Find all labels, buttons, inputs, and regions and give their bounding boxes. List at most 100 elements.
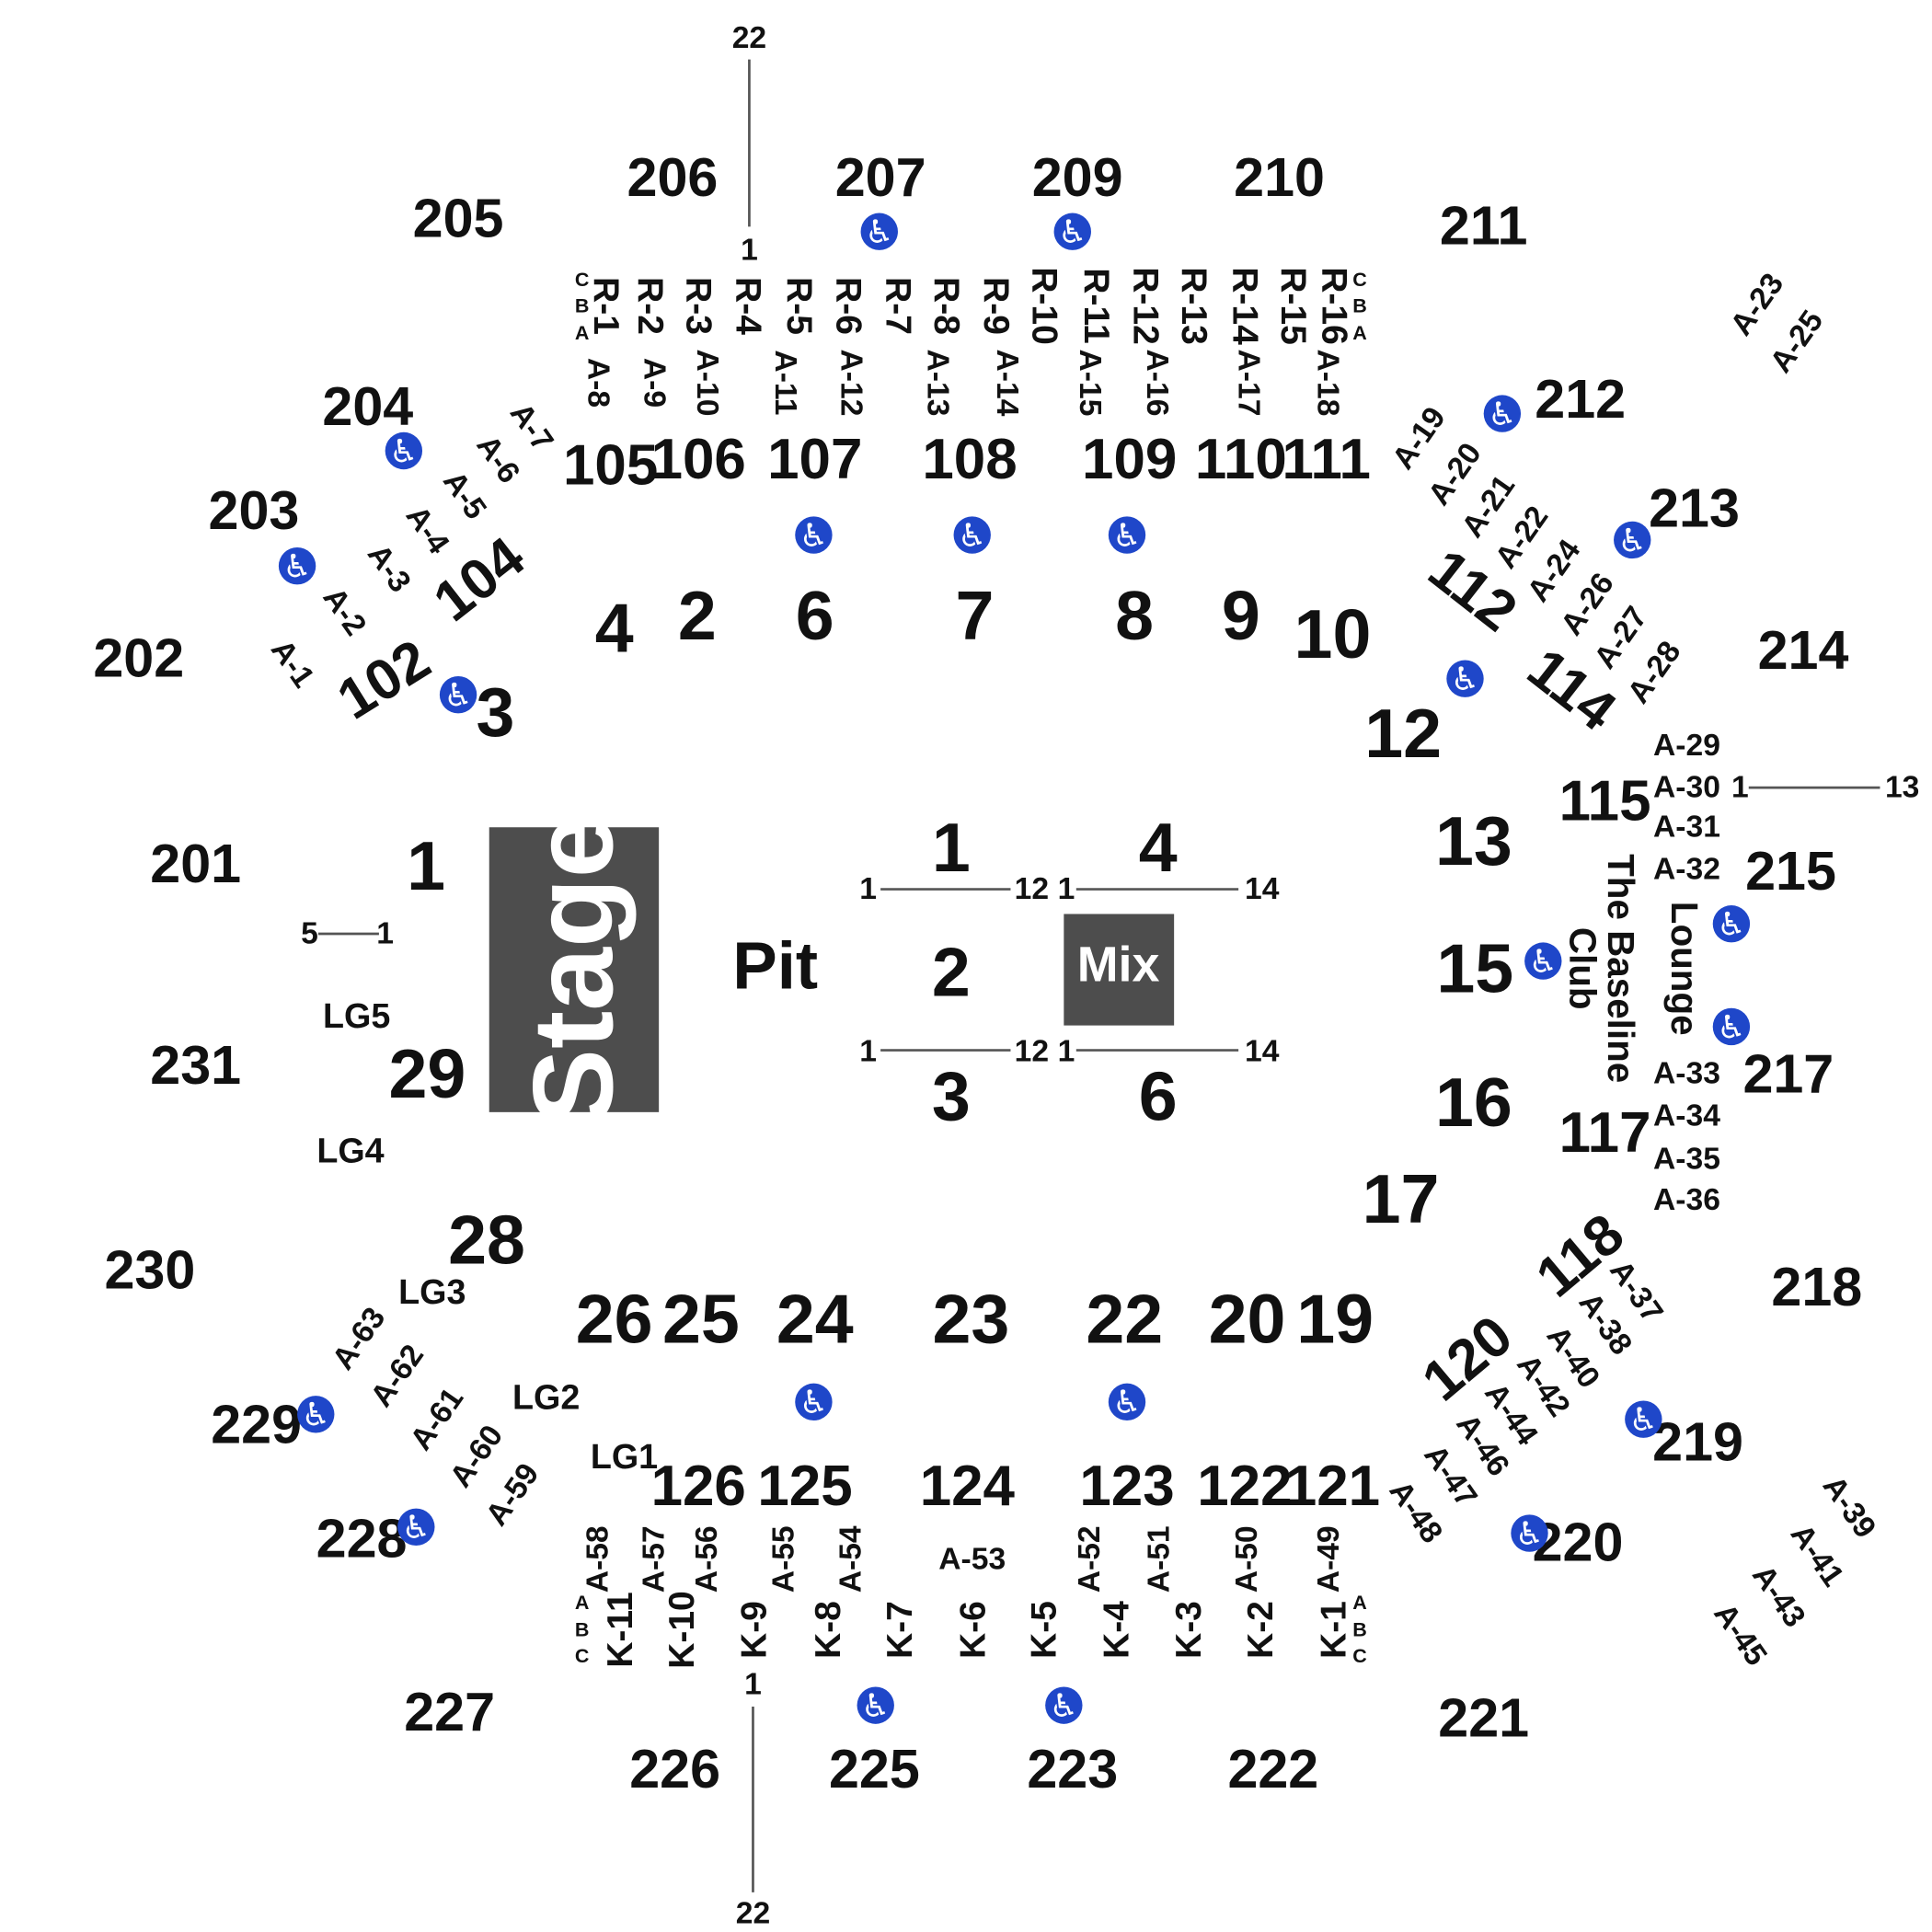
wheelchair-icon[interactable]: ♿ xyxy=(397,1508,435,1547)
section-207[interactable]: 207 xyxy=(835,146,926,208)
section-214[interactable]: 214 xyxy=(1758,619,1849,681)
wheelchair-icon[interactable]: ♿ xyxy=(1712,905,1751,944)
section-230[interactable]: 230 xyxy=(104,1238,195,1300)
floor-section-10[interactable]: 10 xyxy=(1294,595,1372,673)
stage[interactable] xyxy=(489,827,660,1112)
pit-section-4[interactable]: 4 xyxy=(1139,809,1178,886)
wheelchair-icon[interactable]: ♿ xyxy=(1108,516,1146,555)
wheelchair-icon[interactable]: ♿ xyxy=(1446,660,1484,699)
section-228[interactable]: 228 xyxy=(316,1507,408,1569)
section-115[interactable]: 115 xyxy=(1559,769,1651,833)
wheelchair-icon[interactable]: ♿ xyxy=(1511,1514,1548,1553)
section-105[interactable]: 105 xyxy=(563,434,658,498)
section-213[interactable]: 213 xyxy=(1649,477,1740,538)
floor-section-17[interactable]: 17 xyxy=(1363,1160,1440,1237)
loge-box-lg4[interactable]: LG4 xyxy=(316,1132,384,1170)
loge-box-lg1[interactable]: LG1 xyxy=(591,1437,658,1476)
wheelchair-icon[interactable]: ♿ xyxy=(953,516,991,555)
floor-section-2[interactable]: 2 xyxy=(678,577,717,654)
floor-section-25[interactable]: 25 xyxy=(662,1281,740,1358)
section-220[interactable]: 220 xyxy=(1533,1511,1624,1572)
section-221[interactable]: 221 xyxy=(1438,1687,1529,1749)
section-209[interactable]: 209 xyxy=(1032,146,1123,208)
section-211[interactable]: 211 xyxy=(1440,195,1528,257)
wheelchair-icon[interactable]: ♿ xyxy=(1053,213,1091,252)
section-226[interactable]: 226 xyxy=(629,1738,720,1800)
section-109[interactable]: 109 xyxy=(1082,428,1177,491)
floor-section-29[interactable]: 29 xyxy=(389,1035,466,1112)
section-206[interactable]: 206 xyxy=(627,146,719,208)
wheelchair-icon[interactable]: ♿ xyxy=(1625,1400,1662,1440)
floor-section-22[interactable]: 22 xyxy=(1086,1281,1163,1358)
section-203[interactable]: 203 xyxy=(209,479,300,541)
loge-box-lg5[interactable]: LG5 xyxy=(323,996,390,1035)
pit-section-1[interactable]: 1 xyxy=(932,809,971,886)
floor-section-28[interactable]: 28 xyxy=(448,1202,525,1279)
floor-section-24[interactable]: 24 xyxy=(776,1281,854,1358)
loge-box-lg3[interactable]: LG3 xyxy=(398,1272,466,1311)
floor-section-7[interactable]: 7 xyxy=(955,577,994,654)
floor-section-9[interactable]: 9 xyxy=(1222,577,1260,654)
section-210[interactable]: 210 xyxy=(1234,146,1325,208)
section-123[interactable]: 123 xyxy=(1079,1455,1174,1518)
section-205[interactable]: 205 xyxy=(413,187,504,248)
wheelchair-icon[interactable]: ♿ xyxy=(1483,395,1522,433)
floor-section-8[interactable]: 8 xyxy=(1115,577,1154,654)
section-215[interactable]: 215 xyxy=(1745,840,1836,902)
section-106[interactable]: 106 xyxy=(651,428,746,491)
section-222[interactable]: 222 xyxy=(1227,1738,1318,1800)
section-227[interactable]: 227 xyxy=(404,1681,495,1742)
floor-section-12[interactable]: 12 xyxy=(1364,695,1442,772)
section-121[interactable]: 121 xyxy=(1285,1455,1380,1518)
section-202[interactable]: 202 xyxy=(93,627,184,688)
section-218[interactable]: 218 xyxy=(1771,1256,1862,1317)
wheelchair-icon[interactable]: ♿ xyxy=(385,431,423,471)
wheelchair-icon[interactable]: ♿ xyxy=(1524,942,1562,981)
section-225[interactable]: 225 xyxy=(829,1738,920,1800)
section-219[interactable]: 219 xyxy=(1652,1410,1743,1472)
floor-section-20[interactable]: 20 xyxy=(1209,1281,1286,1358)
wheelchair-icon[interactable]: ♿ xyxy=(278,547,316,586)
section-124[interactable]: 124 xyxy=(920,1455,1016,1518)
floor-section-13[interactable]: 13 xyxy=(1435,802,1512,880)
floor-section-6[interactable]: 6 xyxy=(796,577,834,654)
wheelchair-icon[interactable]: ♿ xyxy=(795,1383,833,1422)
section-111[interactable]: 111 xyxy=(1282,428,1370,491)
wheelchair-icon[interactable]: ♿ xyxy=(795,516,833,555)
wheelchair-icon[interactable]: ♿ xyxy=(857,1686,894,1725)
section-223[interactable]: 223 xyxy=(1027,1738,1118,1800)
section-217[interactable]: 217 xyxy=(1742,1043,1834,1105)
floor-section-3[interactable]: 3 xyxy=(477,673,515,751)
floor-section-15[interactable]: 15 xyxy=(1436,930,1513,1007)
loge-box-lg2[interactable]: LG2 xyxy=(512,1377,580,1416)
pit-section-2[interactable]: 2 xyxy=(932,934,971,1011)
pit-section-6[interactable]: 6 xyxy=(1139,1057,1178,1134)
section-107[interactable]: 107 xyxy=(767,428,862,491)
pit-section-3[interactable]: 3 xyxy=(932,1057,971,1134)
wheelchair-icon[interactable]: ♿ xyxy=(1614,521,1651,560)
wheelchair-icon[interactable]: ♿ xyxy=(860,213,898,252)
section-125[interactable]: 125 xyxy=(757,1455,852,1518)
section-212[interactable]: 212 xyxy=(1535,368,1626,430)
floor-section-1[interactable]: 1 xyxy=(407,827,445,904)
section-231[interactable]: 231 xyxy=(150,1034,241,1096)
floor-section-4[interactable]: 4 xyxy=(595,590,634,667)
wheelchair-icon[interactable]: ♿ xyxy=(439,676,477,715)
wheelchair-icon[interactable]: ♿ xyxy=(1712,1007,1751,1047)
section-102[interactable]: 102 xyxy=(327,627,441,731)
section-204[interactable]: 204 xyxy=(322,375,413,437)
floor-section-16[interactable]: 16 xyxy=(1435,1064,1512,1141)
section-201[interactable]: 201 xyxy=(150,833,241,894)
section-117[interactable]: 117 xyxy=(1559,1101,1651,1165)
floor-section-19[interactable]: 19 xyxy=(1296,1281,1374,1358)
section-126[interactable]: 126 xyxy=(651,1455,746,1518)
wheelchair-icon[interactable]: ♿ xyxy=(1045,1686,1083,1725)
wheelchair-icon[interactable]: ♿ xyxy=(297,1396,335,1434)
wheelchair-icon[interactable]: ♿ xyxy=(1108,1383,1146,1422)
section-108[interactable]: 108 xyxy=(922,428,1017,491)
section-229[interactable]: 229 xyxy=(211,1394,302,1455)
floor-section-26[interactable]: 26 xyxy=(576,1281,653,1358)
section-110[interactable]: 110 xyxy=(1195,428,1287,491)
floor-section-23[interactable]: 23 xyxy=(932,1281,1009,1358)
section-122[interactable]: 122 xyxy=(1197,1455,1292,1518)
